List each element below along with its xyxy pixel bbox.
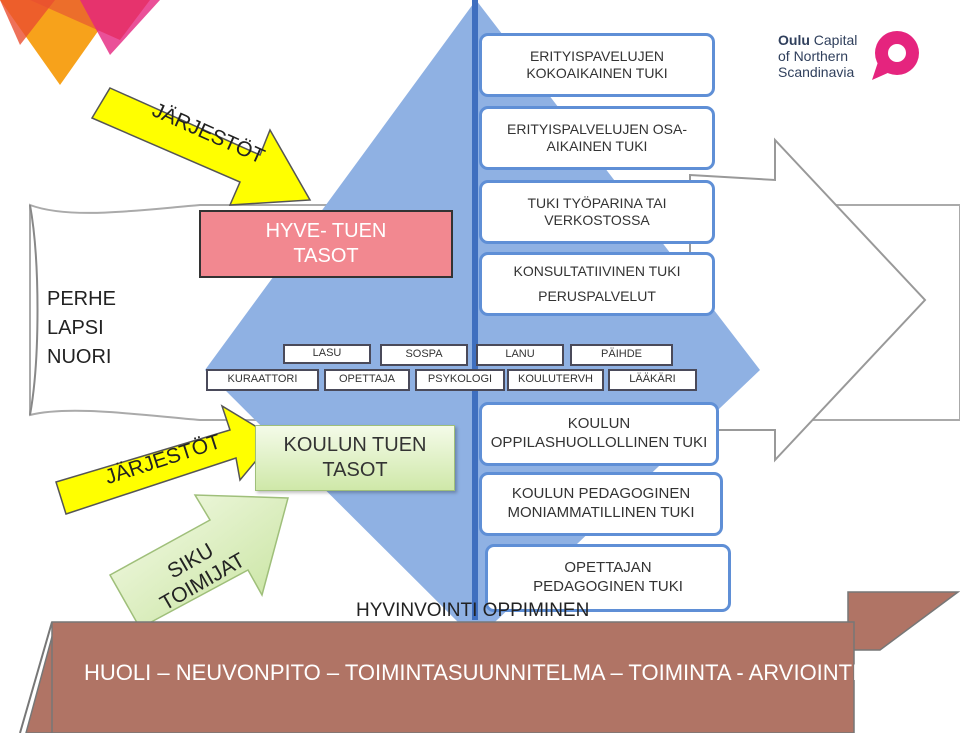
logo-line1-bold: Oulu xyxy=(778,32,810,48)
support-box-consultative: KONSULTATIIVINEN TUKI PERUSPALVELUT xyxy=(479,252,715,316)
logo-text: Oulu Capital of Northern Scandinavia xyxy=(778,32,857,80)
label-lapsi: LAPSI xyxy=(47,317,104,339)
koulu-line2: TASOT xyxy=(322,459,388,481)
corner-decoration xyxy=(0,0,160,85)
process-banner-text: HUOLI – NEUVONPITO – TOIMINTASUUNNITELMA… xyxy=(84,660,859,685)
tag-kuraattori: KURAATTORI xyxy=(206,369,319,391)
wellbeing-learning-title: HYVINVOINTI OPPIMINEN xyxy=(356,600,590,621)
support-box-network: TUKI TYÖPARINA TAI VERKOSTOSSA xyxy=(479,180,715,244)
hyve-line1: HYVE- TUEN xyxy=(265,220,387,242)
basic-services-label: PERUSPALVELUT xyxy=(538,287,656,304)
school-levels-box: KOULUN TUEN TASOT xyxy=(255,425,455,491)
support-box-teacher: OPETTAJAN PEDAGOGINEN TUKI xyxy=(485,544,731,612)
tag-lanu: LANU xyxy=(476,344,564,366)
support-box-part-time: ERITYISPALVELUJEN OSA-AIKAINEN TUKI xyxy=(479,106,715,170)
tag-sospa: SOSPA xyxy=(380,344,468,366)
logo-line3: Scandinavia xyxy=(778,64,855,80)
support-box-school-care: KOULUN OPPILASHUOLLOLLINEN TUKI xyxy=(479,402,719,466)
label-perhe: PERHE xyxy=(47,288,116,310)
consultative-label: KONSULTATIIVINEN TUKI xyxy=(513,262,681,279)
tag-psykologi: PSYKOLOGI xyxy=(415,369,505,391)
center-axis xyxy=(472,0,478,620)
top-yellow-arrow xyxy=(90,87,312,206)
support-box-school-pedagogic: KOULUN PEDAGOGINEN MONIAMMATILLINEN TUKI xyxy=(479,472,723,536)
family-label: PERHE LAPSI NUORI xyxy=(47,285,116,372)
support-box-full-time: ERITYISPAVELUJEN KOKOAIKAINEN TUKI xyxy=(479,33,715,97)
oulu-logo-mark xyxy=(872,31,919,80)
logo-line2: of Northern xyxy=(778,48,849,64)
tag-lasu: LASU xyxy=(283,344,371,364)
hyve-line2: TASOT xyxy=(293,245,359,267)
label-nuori: NUORI xyxy=(47,346,112,368)
koulu-line1: KOULUN TUEN xyxy=(283,434,427,456)
hyve-levels-box: HYVE- TUEN TASOT xyxy=(199,210,453,278)
tag-paihde: PÄIHDE xyxy=(570,344,673,366)
green-arrow xyxy=(108,494,289,630)
logo-line1-rest: Capital xyxy=(809,32,858,48)
tag-laakari: LÄÄKÄRI xyxy=(608,369,697,391)
bottom-banner xyxy=(19,591,960,733)
tag-kouluterveys: KOULUTERVH xyxy=(507,369,604,391)
tag-opettaja: OPETTAJA xyxy=(324,369,410,391)
